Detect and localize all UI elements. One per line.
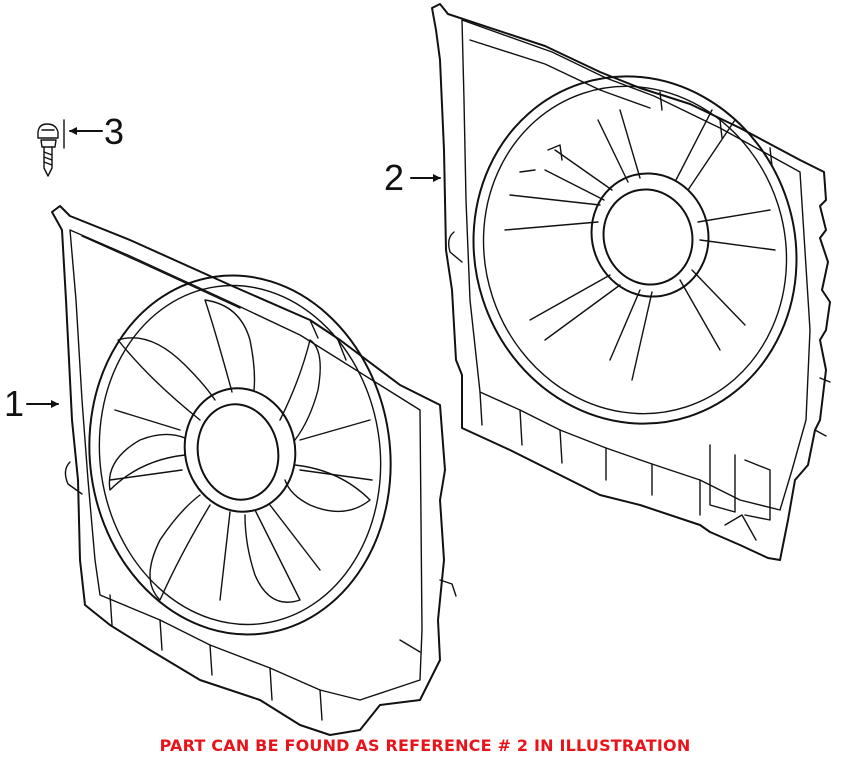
- screw-part-3: [37, 119, 65, 177]
- fan-shroud-part-2: [431, 3, 831, 561]
- reference-note: PART CAN BE FOUND AS REFERENCE # 2 IN IL…: [159, 736, 691, 755]
- callout-label-2: 2: [384, 157, 405, 198]
- callout-label-1: 1: [4, 383, 25, 424]
- callout-arrows: [26, 127, 441, 408]
- callout-label-3: 3: [104, 111, 125, 152]
- fan-assembly-part-1: [51, 205, 457, 736]
